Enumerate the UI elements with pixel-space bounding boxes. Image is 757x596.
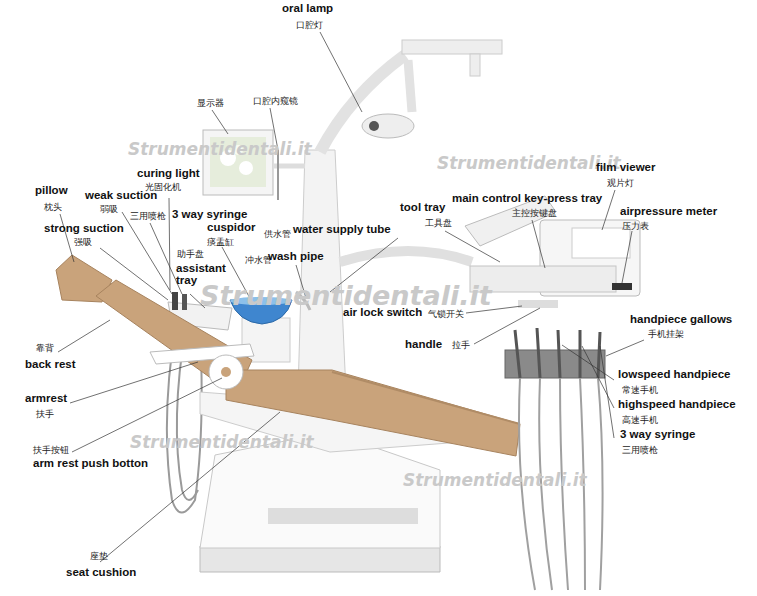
part-label: 压力表 [622,220,649,233]
leader-line [532,220,545,268]
part-label: 供水管 [264,228,291,241]
part-label: 三用喷枪 [130,210,166,223]
leader-line [122,212,172,294]
lamp-head [362,114,414,138]
part-label: pillow [35,184,68,196]
leader-line [474,308,540,344]
leader-lines [58,32,644,562]
leader-line [602,190,615,230]
part-label: handle [405,338,442,350]
lamp-neck [408,60,412,112]
leader-line [445,231,500,262]
part-label: 常速手机 [622,384,658,397]
part-label: 冲水管 [245,254,272,267]
part-label: 高速手机 [622,414,658,427]
leader-line [212,110,228,134]
seat-seam [332,372,520,424]
part-label: back rest [25,358,76,370]
foot-plate [200,546,440,572]
part-label: airpressure meter [620,205,717,217]
part-label: 3 way syringe [172,208,247,220]
part-label: 显示器 [197,97,224,110]
part-label: 气锁开关 [428,308,464,321]
pressure-meter [612,283,632,290]
part-label: seat cushion [66,566,136,578]
part-label: 拉手 [452,339,470,352]
part-label: strong suction [44,222,124,234]
screen-flower [239,161,253,175]
part-label: 3 way syringe [620,428,695,440]
part-label: 扶手 [36,408,54,421]
part-label: arm rest push botton [33,457,148,469]
leader-line [562,345,614,380]
suction-tip [182,294,187,310]
part-label: 痰盂缸 [207,236,234,249]
part-label: lowspeed handpiece [618,368,730,380]
post-column [298,150,346,392]
part-label: water supply tube [293,223,391,235]
leader-line [600,346,614,438]
part-label: wash pipe [268,250,324,262]
part-label: 三用喷枪 [622,444,658,457]
leader-line [606,340,644,356]
part-label: main control key-press tray [452,192,602,204]
watermark: Strumentidentali.it [437,153,621,173]
part-label: curing light [137,167,200,179]
key-press-tray [470,266,616,292]
part-label: 靠背 [36,342,54,355]
leader-line [582,346,614,408]
part-label: handpiece gallows [630,313,732,325]
leader-line [70,362,198,403]
delivery-arm [340,251,472,262]
part-label: oral lamp [282,2,333,14]
leader-line [100,248,168,300]
part-label: 强吸 [74,236,92,249]
leader-line [320,32,362,112]
base-shadow [268,508,418,524]
armrest-joint [209,355,243,389]
watermark: Strumentidentali.it [128,139,312,159]
part-label: film viewer [596,161,655,173]
leader-line [622,231,632,283]
suction-tip [172,292,178,310]
part-label: 口腔内窥镜 [253,95,298,108]
part-label: 工具盘 [425,217,452,230]
part-label: 弱吸 [100,203,118,216]
part-label: 观片灯 [607,177,634,190]
part-label: tool tray [400,201,445,213]
part-label: air lock switch [343,306,422,318]
part-label: highspeed handpiece [618,398,736,410]
handpieces [515,328,600,378]
watermark: Strumentidentali.it [403,470,587,490]
leader-line [169,198,170,290]
leader-line [58,320,110,352]
watermark: Strumentidentali.it [130,432,314,452]
armrest-button [221,367,231,377]
part-label: 手机挂架 [648,328,684,341]
part-label: weak suction [85,189,157,201]
lamp-arm-bar [402,40,502,54]
part-label: 枕头 [44,201,62,214]
handle-bar [518,300,558,308]
lamp-hinge [470,54,480,76]
lamp-bulb [369,121,379,131]
part-label: 座垫 [90,550,108,563]
film-viewer-screen [572,228,630,258]
leader-line [60,214,74,262]
part-label: armrest [25,392,67,404]
part-label: 主控按键盘 [512,207,557,220]
part-label: cuspidor [207,221,256,233]
part-label: 扶手按钮 [33,444,69,457]
part-label: 口腔灯 [296,19,323,32]
part-label: 助手盘 [177,248,204,261]
